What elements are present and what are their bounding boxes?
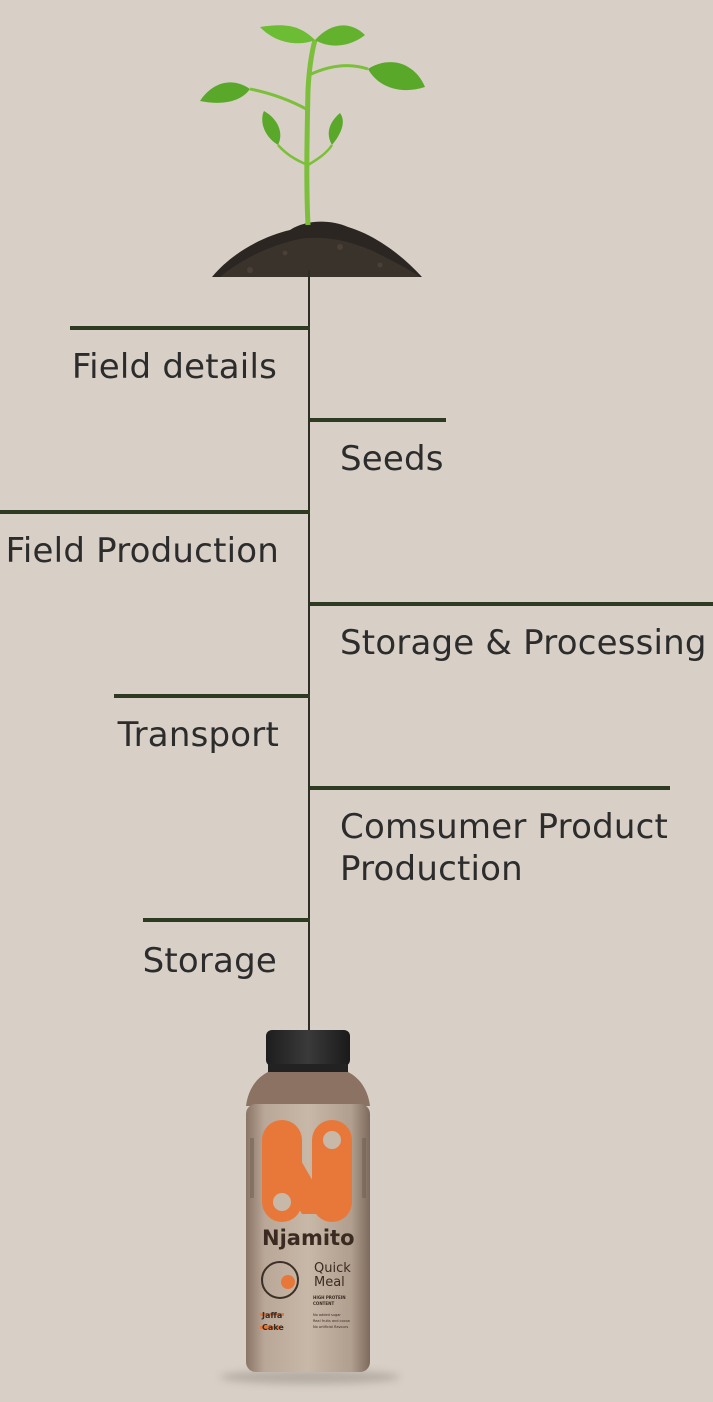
- branch-field-details: [70, 326, 310, 330]
- product-flavor-line1: Jaffa: [262, 1311, 283, 1320]
- step-label-consumer-product-line2: Production: [340, 849, 523, 889]
- product-name-line2: Meal: [314, 1275, 345, 1290]
- branch-transport: [114, 694, 310, 698]
- product-brand: Njamito: [262, 1226, 355, 1250]
- bottle-shadow: [220, 1370, 400, 1384]
- branch-seeds: [310, 418, 446, 422]
- product-claim-1: No added sugar: [313, 1313, 341, 1317]
- branch-field-production: [0, 510, 310, 514]
- product-name-line1: Quick: [314, 1261, 351, 1276]
- branch-storage-processing: [310, 602, 713, 606]
- step-label-storage: Storage: [142, 941, 277, 981]
- step-label-consumer-product-line1: Comsumer Product: [340, 807, 669, 847]
- seedling-icon: [200, 25, 425, 277]
- product-claim-3: No artificial flavours: [313, 1325, 349, 1329]
- timeline-trunk: [308, 270, 310, 1032]
- branch-consumer-product: [310, 786, 670, 790]
- product-bottle-icon: [246, 1030, 370, 1372]
- step-label-storage-processing: Storage & Processing: [340, 623, 707, 663]
- step-label-seeds: Seeds: [340, 439, 444, 479]
- product-claim-2: Real fruits and cocoa: [313, 1319, 350, 1323]
- product-tagline: HIGH PROTEIN CONTENT: [313, 1295, 346, 1306]
- step-label-field-details: Field details: [71, 347, 277, 387]
- product-flavor-line2: Cake: [262, 1323, 284, 1332]
- step-label-field-production: Field Production: [5, 531, 279, 571]
- branch-storage: [143, 918, 310, 922]
- step-label-transport: Transport: [117, 715, 279, 755]
